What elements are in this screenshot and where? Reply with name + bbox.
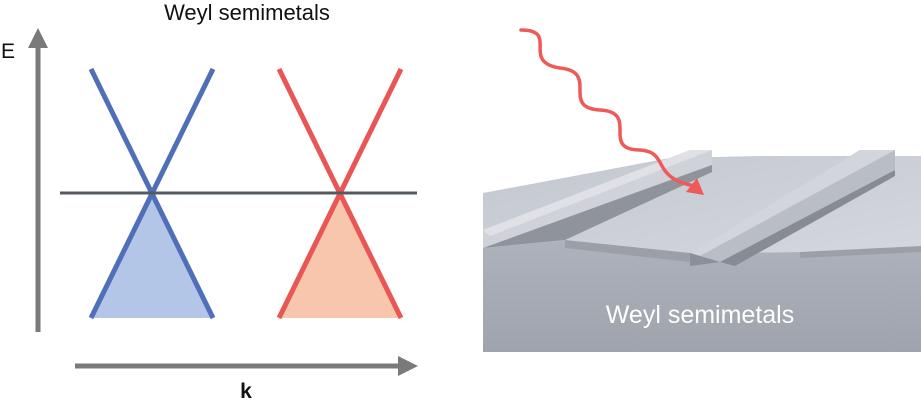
red-filled-states: [279, 193, 401, 318]
slab-front-face: [483, 240, 921, 352]
slab-ridge: [483, 150, 712, 248]
light-wave-arrowhead: [686, 178, 704, 195]
slab-illustration: Weyl semimetals: [483, 28, 921, 352]
slab-groove-step: [565, 240, 690, 262]
momentum-axis-arrowhead: [398, 356, 418, 376]
blue-filled-states: [91, 193, 213, 318]
momentum-axis: [75, 356, 418, 376]
band-diagram: Weyl semimetals E k: [1, 0, 418, 402]
diagram-title: Weyl semimetals: [164, 0, 330, 25]
energy-axis: [28, 28, 48, 332]
momentum-axis-label: k: [240, 380, 252, 402]
slab-groove-step: [800, 246, 921, 258]
slab-ridge: [690, 150, 895, 266]
energy-axis-arrowhead: [28, 28, 48, 48]
slab-label: Weyl semimetals: [606, 301, 794, 329]
light-wave: [519, 28, 704, 195]
energy-axis-label: E: [1, 40, 15, 63]
